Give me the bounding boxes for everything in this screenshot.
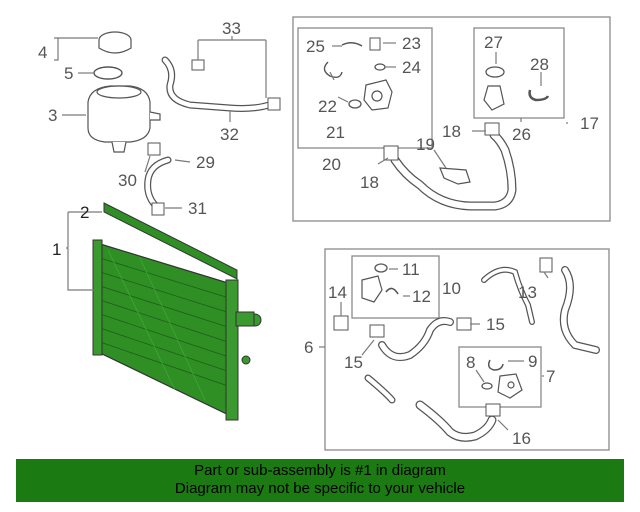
callout-13: 13 (518, 283, 537, 302)
clip-12[interactable] (385, 287, 399, 295)
hose-clamp-30[interactable] (147, 142, 161, 156)
callout-24: 24 (402, 58, 421, 77)
callout-32: 32 (220, 125, 239, 144)
parts-diagram: 4 5 3 33 32 29 30 31 2 1 17 25 23 24 22 … (38, 16, 611, 451)
callout-17: 17 (580, 114, 599, 133)
callout-28: 28 (530, 55, 549, 74)
callout-1: 1 (52, 240, 61, 259)
hose-clamp-18b[interactable] (484, 122, 500, 136)
callout-29: 29 (196, 153, 215, 172)
callout-6: 6 (304, 338, 313, 357)
callout-5: 5 (64, 64, 73, 83)
hose-clamp-16[interactable] (485, 403, 501, 417)
clip-22[interactable] (323, 61, 343, 79)
hose-clamp-33b[interactable] (267, 97, 281, 111)
hose-clamp-15b[interactable] (456, 317, 472, 331)
callout-8: 8 (466, 353, 475, 372)
callout-19: 19 (416, 135, 435, 154)
callout-18b: 18 (442, 122, 461, 141)
callout-26: 26 (512, 125, 531, 144)
callout-11: 11 (402, 260, 420, 279)
hose-clamp-31[interactable] (151, 202, 165, 216)
callout-10: 10 (442, 279, 461, 298)
clip-28[interactable] (528, 89, 550, 102)
callout-23: 23 (402, 34, 421, 53)
o-ring-21[interactable] (348, 99, 362, 109)
hose-connector-7[interactable] (497, 373, 523, 399)
callout-27: 27 (484, 33, 503, 52)
callout-20: 20 (322, 155, 341, 174)
hose-connector-26[interactable] (483, 85, 505, 111)
callout-31: 31 (188, 199, 207, 218)
callout-25: 25 (306, 37, 325, 56)
coolant-reservoir[interactable] (87, 85, 161, 153)
callout-21: 21 (326, 123, 345, 142)
hose-clamp-13[interactable] (539, 257, 553, 273)
callout-14: 14 (328, 283, 347, 302)
radiator[interactable] (92, 239, 262, 421)
water-flange-10[interactable] (361, 275, 383, 303)
hose-group-box-6 (324, 248, 610, 451)
hose-clamp-14[interactable] (333, 315, 349, 331)
callout-16: 16 (512, 429, 531, 448)
callout-33: 33 (222, 19, 241, 38)
hose-subgroup-box-10 (351, 255, 440, 319)
banner-line-2: Diagram may not be specific to your vehi… (174, 480, 466, 497)
callout-18a: 18 (360, 173, 379, 192)
hose-group-box-17 (292, 16, 611, 222)
radiator-seal-strip[interactable] (103, 202, 238, 280)
callout-12: 12 (412, 287, 431, 306)
sensor-23[interactable] (369, 37, 381, 51)
hose-subgroup-box-20 (297, 27, 433, 149)
hose-clamp-15a[interactable] (369, 324, 385, 338)
callout-3: 3 (48, 106, 57, 125)
banner-line-1: Part or sub-assembly is #1 in diagram (194, 462, 446, 479)
hose-clamp-33a[interactable] (191, 59, 205, 71)
thermostat-housing[interactable] (363, 79, 393, 111)
callout-15b: 15 (344, 353, 363, 372)
callout-2: 2 (80, 203, 89, 222)
callout-15a: 15 (486, 315, 505, 334)
o-ring-24[interactable] (374, 63, 386, 71)
callout-7: 7 (546, 367, 555, 386)
hose-clamp-18a[interactable] (383, 145, 399, 161)
callout-9: 9 (528, 352, 537, 371)
callout-30: 30 (118, 171, 137, 190)
reservoir-cap[interactable] (98, 31, 132, 54)
callout-4: 4 (38, 43, 47, 62)
clip-9[interactable] (487, 359, 504, 371)
info-banner: Part or sub-assembly is #1 in diagram Di… (16, 459, 624, 502)
o-ring-8[interactable] (481, 382, 493, 390)
cap-seal-ring[interactable] (93, 66, 123, 80)
clip-25[interactable] (341, 42, 363, 47)
callout-22: 22 (318, 97, 337, 116)
o-ring-27[interactable] (485, 66, 505, 78)
hose-bracket-19[interactable] (439, 167, 471, 185)
hose-subgroup-box-26 (473, 27, 565, 119)
o-ring-11[interactable] (374, 263, 388, 273)
